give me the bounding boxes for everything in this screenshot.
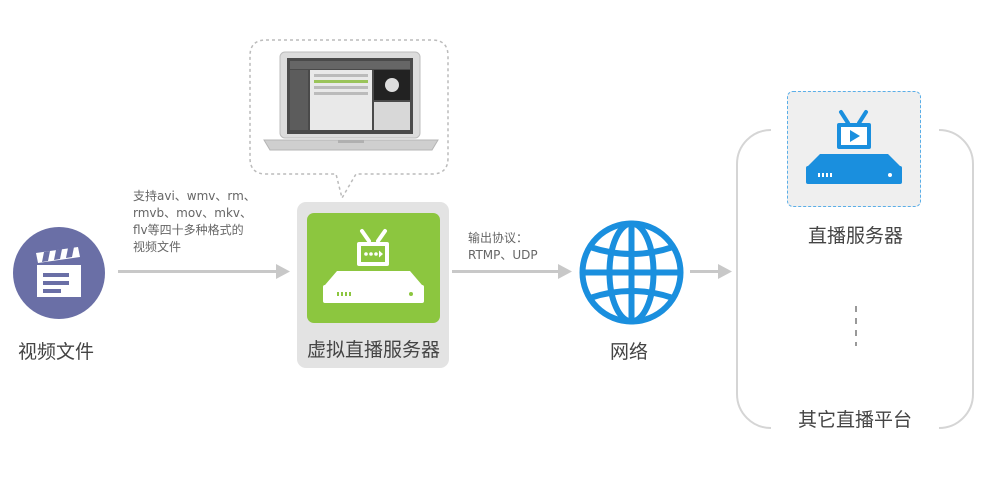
live-server-icon: [798, 104, 910, 196]
ellipsis-icon: [855, 306, 857, 346]
globe-icon: [578, 219, 685, 326]
laptop-bubble: [249, 39, 449, 200]
formats-note: 支持avi、wmv、rm、 rmvb、mov、mkv、 flv等四十多种格式的 …: [133, 188, 256, 256]
platforms-container: [736, 129, 974, 429]
video-file-icon: [11, 225, 107, 321]
formats-note-line: rmvb、mov、mkv、: [133, 206, 253, 220]
protocol-note-line: RTMP、UDP: [468, 248, 538, 262]
virtual-server-label: 虚拟直播服务器: [307, 339, 441, 361]
arrow-server-to-network: [452, 270, 560, 273]
video-file-label: 视频文件: [18, 341, 95, 363]
protocol-note: 输出协议： RTMP、UDP: [468, 230, 538, 264]
other-platforms-label: 其它直播平台: [798, 409, 913, 431]
virtual-server-icon: [307, 213, 440, 323]
formats-note-line: 支持avi、wmv、rm、: [133, 189, 256, 203]
formats-note-line: 视频文件: [133, 240, 182, 254]
protocol-note-line: 输出协议：: [468, 231, 529, 245]
live-server-label: 直播服务器: [808, 225, 904, 247]
arrow-network-to-platforms: [690, 270, 720, 273]
laptop-icon: [262, 50, 440, 154]
arrow-video-to-server: [118, 270, 278, 273]
network-label: 网络: [610, 341, 649, 363]
formats-note-line: flv等四十多种格式的: [133, 223, 244, 237]
